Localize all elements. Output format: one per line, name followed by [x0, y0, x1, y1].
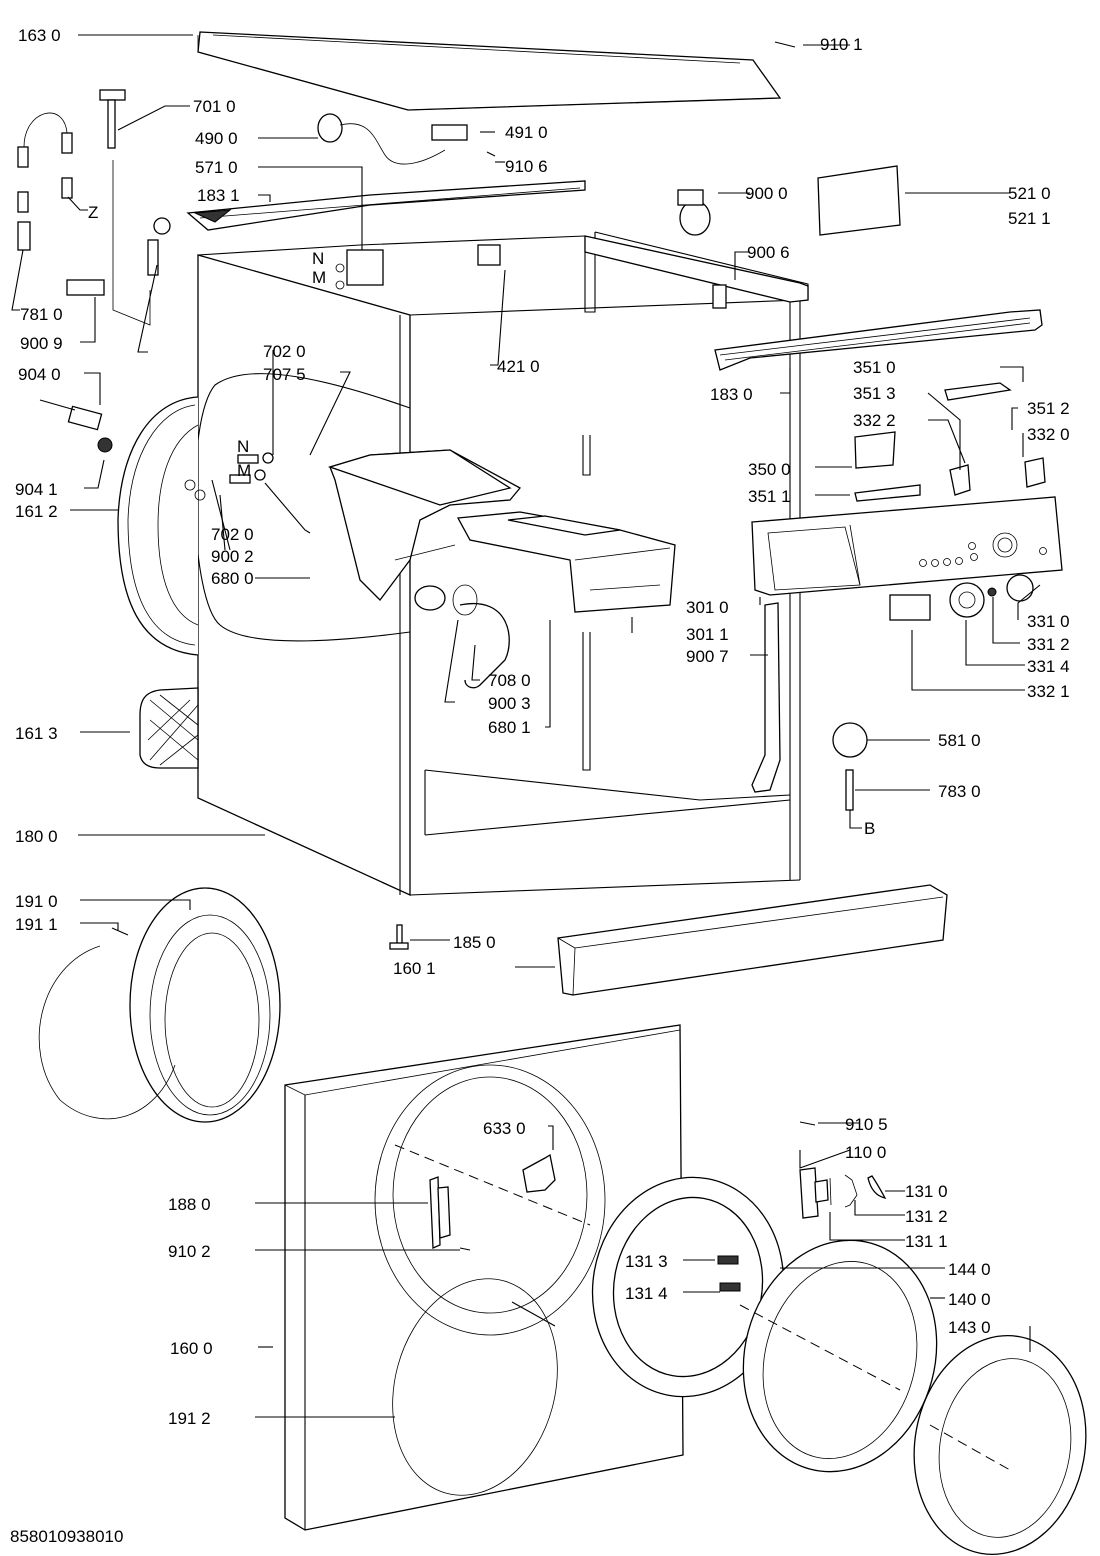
label-581-0: 581 0 — [938, 731, 981, 750]
label-680-1: 680 1 — [488, 718, 531, 737]
dispenser-housing-part — [327, 449, 522, 611]
label-783-0: 783 0 — [938, 782, 981, 801]
label-900-9: 900 9 — [20, 334, 63, 353]
label-680-0: 680 0 — [211, 569, 254, 588]
label-900-2: 900 2 — [211, 547, 254, 566]
door-handle-110-0-part — [799, 1167, 887, 1219]
label-521-1: 521 1 — [1008, 209, 1051, 228]
label-701-0: 701 0 — [193, 97, 236, 116]
footer-code: 858010938010 — [10, 1527, 123, 1546]
label-191-1: 191 1 — [15, 915, 58, 934]
label-781-0: 781 0 — [20, 305, 63, 324]
label-191-2: 191 2 — [168, 1409, 211, 1428]
label-350-0: 350 0 — [748, 460, 791, 479]
label-900-6: 900 6 — [747, 243, 790, 262]
label-332-2: 332 2 — [853, 411, 896, 430]
label-910-2: 910 2 — [168, 1242, 211, 1261]
label-351-1: 351 1 — [748, 487, 791, 506]
gasket-161-2-part — [117, 396, 199, 656]
label-110-0: 110 0 — [845, 1143, 886, 1162]
door-lock-633-0-part — [522, 1153, 556, 1193]
label-183-0: 183 0 — [710, 385, 753, 404]
label-n-valve: N — [312, 249, 324, 268]
top-lid-part — [197, 31, 782, 111]
label-331-0: 331 0 — [1027, 612, 1070, 631]
filter-cover-161-3-part — [139, 687, 199, 769]
door-glass-140-0-part — [739, 1239, 938, 1473]
hinge-188-0-part — [429, 1176, 451, 1249]
rail-183-0-part — [714, 309, 1043, 371]
label-131-3: 131 3 — [625, 1252, 668, 1271]
label-140-0: 140 0 — [948, 1290, 991, 1309]
label-160-0: 160 0 — [170, 1339, 213, 1358]
control-panel-part — [751, 496, 1063, 596]
label-185-0: 185 0 — [453, 933, 496, 952]
label-421-0: 421 0 — [497, 357, 540, 376]
label-180-0: 180 0 — [15, 827, 58, 846]
part-labels: 163 0 910 1 701 0 490 0 491 0 910 6 571 … — [10, 26, 1070, 1546]
label-910-5: 910 5 — [845, 1115, 888, 1134]
label-188-0: 188 0 — [168, 1195, 211, 1214]
rail-183-1-part — [186, 180, 586, 231]
label-351-3: 351 3 — [853, 384, 896, 403]
label-161-2: 161 2 — [15, 502, 58, 521]
label-160-1: 160 1 — [393, 959, 436, 978]
door-ring-143-0-part — [913, 1335, 1087, 1555]
label-183-1: 183 1 — [197, 186, 240, 205]
label-m-hose: M — [237, 461, 251, 480]
label-131-2: 131 2 — [905, 1207, 948, 1226]
label-332-0: 332 0 — [1027, 425, 1070, 444]
label-m-valve: M — [312, 268, 326, 287]
label-b: B — [864, 819, 875, 838]
label-351-2: 351 2 — [1027, 399, 1070, 418]
label-702-0-top: 702 0 — [263, 342, 306, 361]
label-331-4: 331 4 — [1027, 657, 1070, 676]
back-rail-part — [584, 235, 809, 303]
label-z: Z — [88, 203, 98, 222]
cabinet-body-part — [194, 231, 809, 897]
label-131-4: 131 4 — [625, 1284, 668, 1303]
label-904-0: 904 0 — [18, 365, 61, 384]
label-143-0: 143 0 — [948, 1318, 991, 1337]
label-131-0: 131 0 — [905, 1182, 948, 1201]
label-351-0: 351 0 — [853, 358, 896, 377]
label-521-0: 521 0 — [1008, 184, 1051, 203]
label-904-1: 904 1 — [15, 480, 58, 499]
label-707-5: 707 5 — [263, 365, 306, 384]
label-131-1: 131 1 — [905, 1232, 948, 1251]
label-301-0: 301 0 — [686, 598, 729, 617]
small-parts — [17, 41, 1046, 1251]
door-frame-144-0-part — [591, 1176, 785, 1398]
label-702-0-bottom: 702 0 — [211, 525, 254, 544]
label-910-1: 910 1 — [820, 35, 863, 54]
bracket-900-7-part — [751, 602, 781, 793]
label-301-1: 301 1 — [686, 625, 729, 644]
label-633-0: 633 0 — [483, 1119, 526, 1138]
label-490-0: 490 0 — [195, 129, 238, 148]
label-910-6: 910 6 — [505, 157, 548, 176]
label-332-1: 332 1 — [1027, 682, 1070, 701]
drawer-301-1-part — [456, 511, 676, 613]
label-571-0: 571 0 — [195, 158, 238, 177]
clamp-191-2-part — [392, 1278, 558, 1496]
label-161-3: 161 3 — [15, 724, 58, 743]
label-708-0: 708 0 — [488, 671, 531, 690]
label-491-0: 491 0 — [505, 123, 548, 142]
label-900-3: 900 3 — [488, 694, 531, 713]
plinth-160-1-part — [557, 884, 948, 996]
label-900-7: 900 7 — [686, 647, 729, 666]
label-144-0: 144 0 — [948, 1260, 991, 1279]
label-191-0: 191 0 — [15, 892, 58, 911]
front-panel-part — [284, 1024, 684, 1531]
label-n-hose: N — [237, 437, 249, 456]
door-seal-191-0-part — [38, 887, 281, 1123]
label-900-0: 900 0 — [745, 184, 788, 203]
label-331-2: 331 2 — [1027, 635, 1070, 654]
label-163-0: 163 0 — [18, 26, 61, 45]
leader-lines — [11, 34, 1041, 1418]
